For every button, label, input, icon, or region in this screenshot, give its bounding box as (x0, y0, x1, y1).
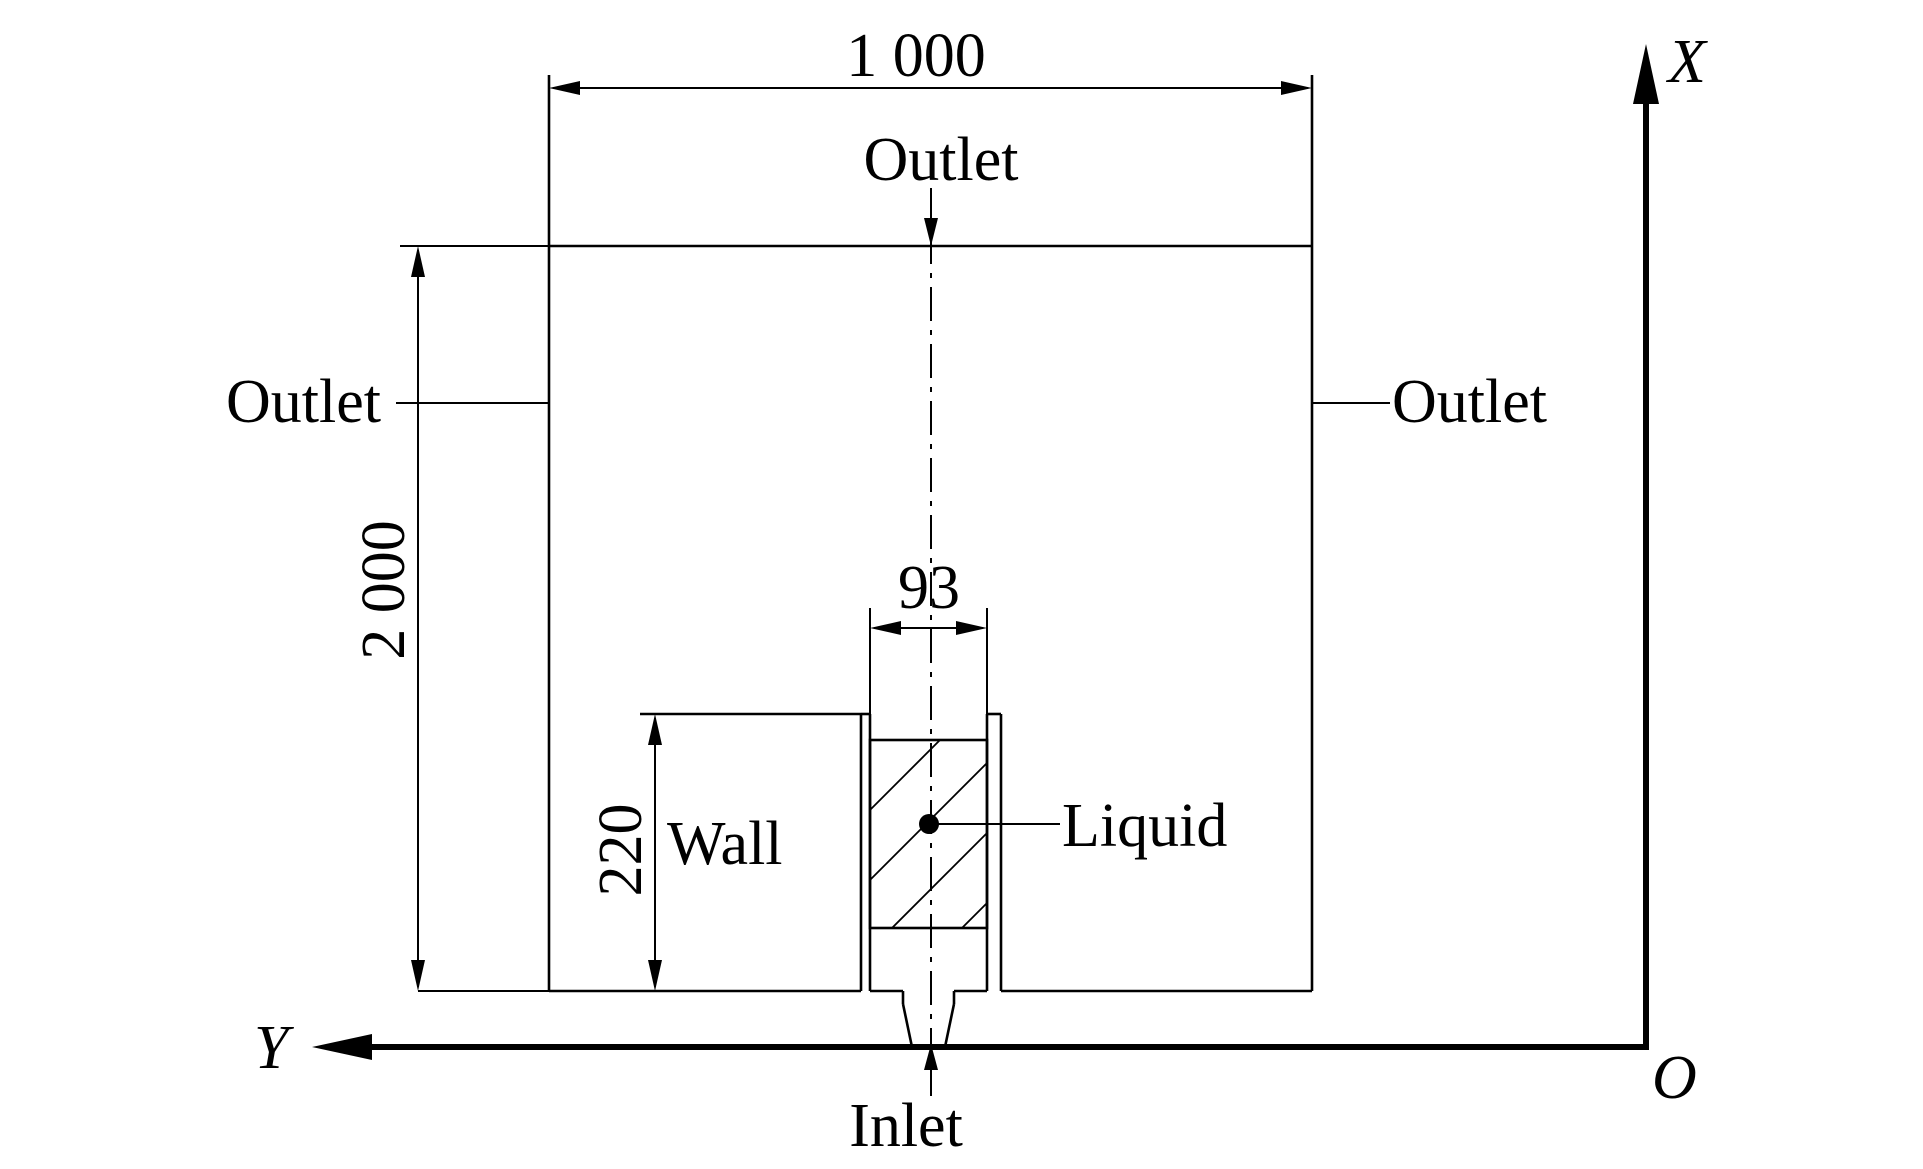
width-dimension (549, 81, 1312, 95)
y-axis-label: Y (254, 1014, 294, 1082)
outlet-right-label: Outlet (1392, 368, 1547, 436)
x-axis-arrow (1633, 44, 1659, 104)
height-dimension-label: 2 000 (350, 520, 418, 660)
origin-label: O (1652, 1044, 1697, 1112)
y-axis-arrow (312, 1034, 372, 1060)
coordinate-axes (312, 44, 1659, 1060)
nozzle-width-dimension (869, 608, 988, 714)
inlet-arrow (924, 1044, 938, 1070)
outlet-top-arrow (924, 218, 938, 246)
width-dimension-label: 1 000 (846, 22, 986, 90)
outlet-left-label: Outlet (226, 368, 381, 436)
liquid-label: Liquid (1062, 792, 1227, 860)
wall-height-dimension (648, 714, 662, 991)
wall-height-dimension-label: 220 (587, 804, 655, 897)
x-axis-label: X (1665, 28, 1708, 96)
height-dimension (400, 245, 549, 992)
nozzle-width-dimension-label: 93 (898, 554, 960, 622)
wall-label: Wall (667, 810, 783, 878)
nozzle-wall (640, 712, 1003, 1048)
outlet-top-label: Outlet (864, 126, 1019, 194)
inlet-label: Inlet (849, 1092, 963, 1160)
